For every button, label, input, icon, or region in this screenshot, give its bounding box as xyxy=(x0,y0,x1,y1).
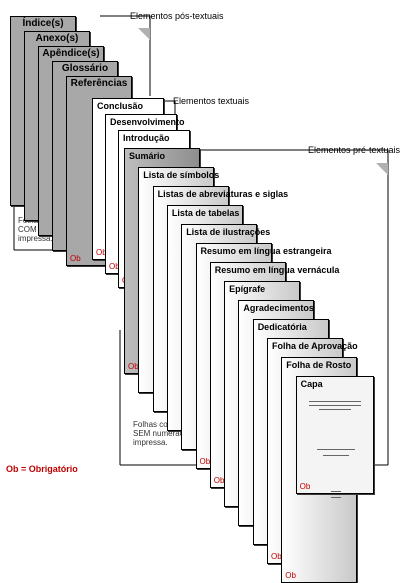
cover-text-line xyxy=(330,491,341,492)
required-mark: Ob xyxy=(109,262,120,271)
required-mark: Ob xyxy=(70,254,81,263)
cover-text-line xyxy=(316,449,355,450)
pre-textual-page-label: Agradecimentos xyxy=(243,303,314,313)
cover-text-line xyxy=(322,455,349,456)
pre-textual-page-label: Resumo em língua vernácula xyxy=(214,265,340,275)
pre-textual-heading: Elementos pré-textuais xyxy=(308,145,400,155)
textual-heading: Elementos textuais xyxy=(173,96,250,106)
post-textual-page-label: Glossário xyxy=(61,63,109,74)
cover-text-line xyxy=(330,497,341,498)
required-mark: Ob xyxy=(128,362,139,371)
cover-text-line xyxy=(308,401,361,402)
post-textual-page-label: Índice(s) xyxy=(22,18,64,29)
pre-textual-page-label: Epígrafe xyxy=(229,284,266,294)
pre-textual-page-label: Capa xyxy=(300,379,323,389)
required-mark: Ob xyxy=(213,476,225,485)
post-textual-page-label: Anexo(s) xyxy=(35,33,79,44)
post-textual-page-label: Apêndice(s) xyxy=(42,48,100,59)
required-mark: Ob xyxy=(285,571,296,580)
required-mark: Ob xyxy=(199,457,211,466)
textual-page-label: Introdução xyxy=(123,133,170,143)
legend-obrigatorio: Ob = Obrigatório xyxy=(6,464,78,474)
cover-text-line xyxy=(308,405,361,406)
pre-textual-page-label: Lista de símbolos xyxy=(143,170,220,180)
pre-textual-page-label: Dedicatória xyxy=(257,322,307,332)
note-without-numbering: Folhas contadas SEM numeração impressa. xyxy=(133,420,193,447)
pre-textual-page-label: Resumo em língua estrangeira xyxy=(200,246,332,256)
pre-textual-page-label: Lista de tabelas xyxy=(171,208,240,218)
cover-text-line xyxy=(318,409,351,410)
pre-textual-page-label: Listas de abreviaturas e siglas xyxy=(157,189,289,199)
document-structure-diagram: Elementos pós-textuais Elementos textuai… xyxy=(6,11,400,583)
pre-textual-page-label: Folha de Rosto xyxy=(286,360,352,370)
post-textual-heading: Elementos pós-textuais xyxy=(130,11,224,21)
required-mark: Ob xyxy=(96,248,107,257)
textual-page-label: Conclusão xyxy=(97,101,144,111)
pre-textual-page-label: Lista de ilustrações xyxy=(186,227,271,237)
required-mark: Ob xyxy=(299,482,311,491)
post-textual-page-label: Referências xyxy=(70,78,128,89)
required-mark: Ob xyxy=(271,552,282,561)
pre-textual-page-label: Sumário xyxy=(129,151,166,161)
textual-page-label: Desenvolvimento xyxy=(110,117,185,127)
pre-textual-page-label: Folha de Aprovação xyxy=(272,341,358,351)
